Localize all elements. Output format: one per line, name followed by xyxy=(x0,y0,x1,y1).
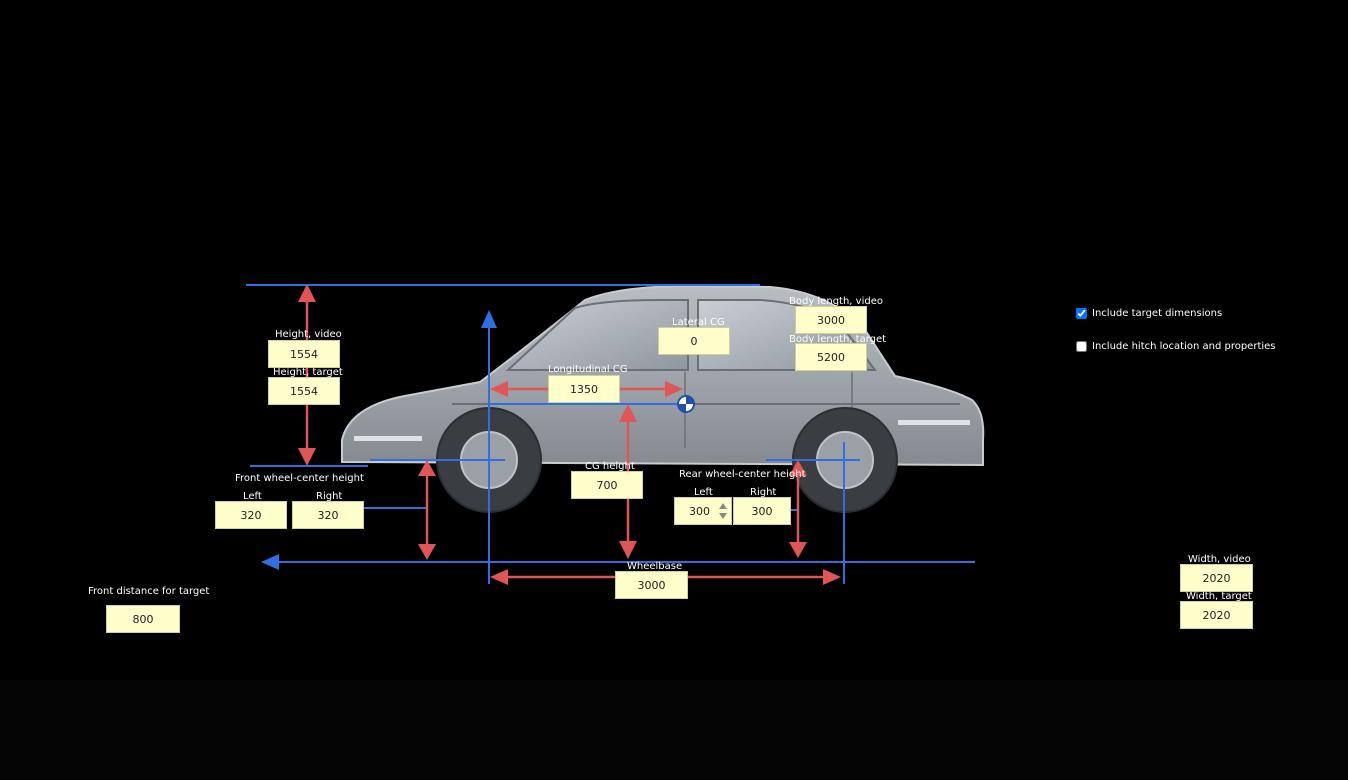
rear-right-input[interactable] xyxy=(733,497,791,525)
cg-height-label: CG height xyxy=(585,461,635,472)
height-target-label: Height, target xyxy=(273,367,343,378)
include-target-dimensions-checkbox[interactable] xyxy=(1076,308,1087,319)
include-target-dimensions-label: Include target dimensions xyxy=(1092,308,1223,319)
cg-marker-icon xyxy=(677,395,695,413)
wheelbase-label: Wheelbase xyxy=(627,561,683,572)
longitudinal-axis-arrow xyxy=(261,554,279,570)
front-wheel-center-height-label: Front wheel-center height xyxy=(235,473,364,484)
spinner-arrows-icon[interactable] xyxy=(718,502,728,520)
front-distance-target-label: Front distance for target xyxy=(88,586,210,597)
front-right-input[interactable] xyxy=(292,501,364,529)
lateral-cg-input[interactable] xyxy=(658,327,730,355)
rear-right-label: Right xyxy=(750,487,777,498)
cg-height-input[interactable] xyxy=(571,471,643,499)
width-target-label: Width, target xyxy=(1186,591,1252,602)
body-length-target-label: Body length, target xyxy=(789,334,887,345)
longitudinal-cg-input[interactable] xyxy=(548,375,620,403)
vertical-axis-arrow xyxy=(481,310,497,328)
rear-wheel-center-height-label: Rear wheel-center height xyxy=(679,469,806,480)
height-target-input[interactable] xyxy=(268,377,340,405)
car-illustration xyxy=(341,284,985,513)
body-length-target-input[interactable] xyxy=(795,343,867,371)
width-video-input[interactable] xyxy=(1180,564,1253,592)
include-hitch-label: Include hitch location and properties xyxy=(1092,341,1276,352)
rear-left-input[interactable] xyxy=(674,497,732,525)
width-target-input[interactable] xyxy=(1180,601,1253,629)
longitudinal-cg-label: Longitudinal CG xyxy=(548,364,628,375)
include-hitch-option[interactable]: Include hitch location and properties xyxy=(1076,341,1276,352)
include-target-dimensions-option[interactable]: Include target dimensions xyxy=(1076,308,1222,319)
bottom-band xyxy=(0,680,1348,780)
height-video-input[interactable] xyxy=(268,340,340,368)
rear-left-label: Left xyxy=(694,487,713,498)
front-left-input[interactable] xyxy=(215,501,287,529)
include-hitch-checkbox[interactable] xyxy=(1076,341,1087,352)
width-video-label: Width, video xyxy=(1188,554,1251,565)
body-length-video-label: Body length, video xyxy=(789,296,883,307)
height-video-label: Height, video xyxy=(275,329,342,340)
wheelbase-input[interactable] xyxy=(615,571,688,599)
body-length-video-input[interactable] xyxy=(795,306,867,334)
front-left-label: Left xyxy=(243,491,262,502)
dimension-lines xyxy=(246,284,975,584)
front-distance-target-input[interactable] xyxy=(106,605,180,633)
lateral-cg-label: Lateral CG xyxy=(672,317,725,328)
front-right-label: Right xyxy=(316,491,343,502)
